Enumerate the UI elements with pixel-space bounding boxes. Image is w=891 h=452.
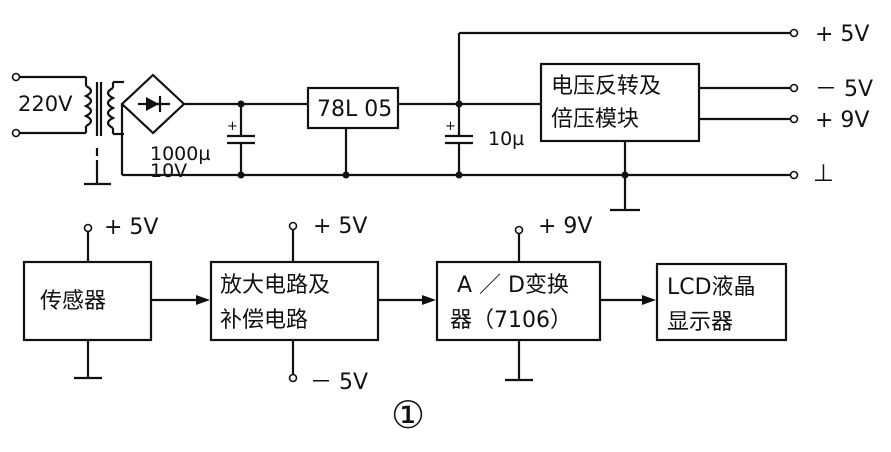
output-terminal-plus9 — [789, 114, 799, 124]
figure-number: ① — [391, 393, 425, 437]
arrow-icon — [196, 295, 210, 305]
out-minus5-label: － 5V — [815, 77, 873, 102]
amp-supply-top-label: + 5V — [313, 214, 367, 239]
adc-block — [435, 260, 602, 342]
adc-label-line2: 器（7106） — [450, 308, 572, 333]
inverter-label-line2: 倍压模块 — [551, 107, 639, 132]
amp-supply-top-terminal — [288, 221, 298, 231]
svg-text:+: + — [445, 119, 456, 134]
ac-input-label: 220V — [18, 92, 73, 116]
lcd-label-line2: 显示器 — [667, 310, 733, 335]
transformer-icon — [83, 77, 116, 136]
lcd-label-line1: LCD液晶 — [667, 275, 756, 300]
regulator-78l05 — [306, 86, 400, 130]
filter-capacitor-1: + — [227, 100, 255, 175]
arrow-icon — [642, 295, 656, 305]
signal-chain-section: + 5V 传感器 + 5V 放大电路及 补偿电路 － 5V + 9V A ／ D… — [22, 214, 788, 395]
output-terminal-minus5 — [789, 83, 799, 93]
output-terminal-plus5 — [789, 28, 799, 38]
sensor-label: 传感器 — [40, 289, 106, 314]
ac-input-terminal-top — [11, 72, 21, 82]
cap2-label: 10µ — [488, 128, 524, 150]
bridge-rectifier-icon — [113, 73, 186, 136]
amp-supply-bottom-label: － 5V — [310, 370, 368, 395]
lcd-display-block — [655, 262, 788, 342]
amp-label-line2: 补偿电路 — [220, 308, 308, 333]
amp-label-line1: 放大电路及 — [220, 273, 330, 298]
arrow-icon — [422, 295, 436, 305]
inverter-label-line1: 电压反转及 — [551, 74, 661, 99]
adc-label-line1: A ／ D变换 — [457, 273, 569, 298]
sensor-supply-label: + 5V — [104, 215, 158, 240]
adc-supply-terminal — [514, 225, 524, 235]
out-plus5-label: + 5V — [815, 22, 869, 47]
out-plus9-label: + 9V — [815, 108, 869, 133]
output-terminal-ground — [789, 170, 799, 180]
amplifier-block — [209, 260, 380, 342]
regulator-label: 78L 05 — [317, 97, 392, 122]
ground-symbol-label: ⊥ — [813, 159, 834, 187]
voltage-inverter-module — [539, 62, 701, 143]
cap1-value-label: 1000µ — [150, 143, 210, 165]
ac-input-terminal-bottom — [11, 128, 21, 138]
filter-capacitor-2: + — [445, 100, 473, 175]
svg-text:+: + — [227, 119, 238, 134]
amp-supply-bottom-terminal — [288, 373, 298, 383]
adc-supply-label: + 9V — [538, 214, 592, 239]
sensor-supply-terminal — [83, 223, 93, 233]
power-supply-section: 220V — [11, 22, 873, 212]
cap1-voltage-label: 10V — [150, 160, 187, 182]
